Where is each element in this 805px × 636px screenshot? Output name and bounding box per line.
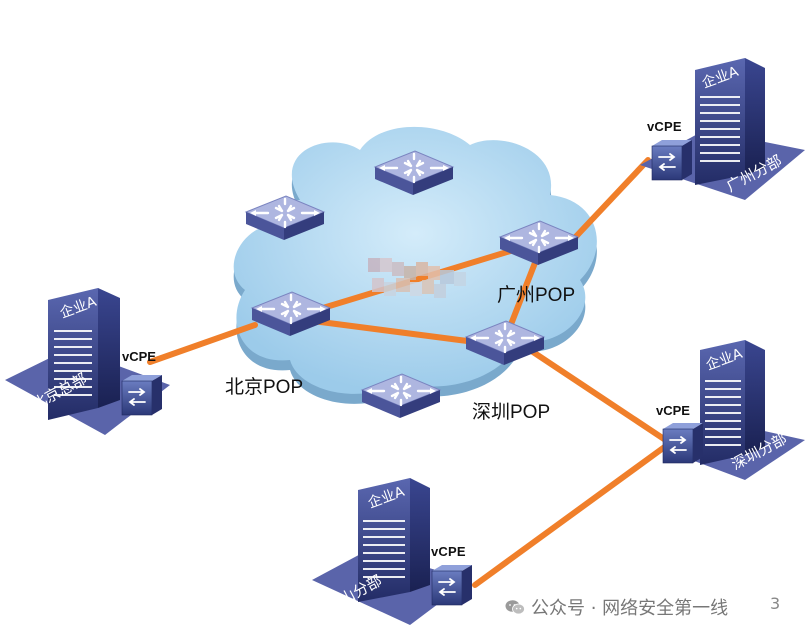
pop-label-guangzhou: 广州POP	[497, 285, 576, 306]
page-number: 3	[770, 594, 781, 613]
watermark-text: 公众号 · 网络安全第一线	[531, 598, 729, 619]
building-shenzhen	[700, 340, 745, 465]
site-shenzhen	[662, 340, 805, 480]
link-guangzhou-vcpe	[565, 157, 651, 248]
vcpe-label-guangzhou: vCPE	[647, 119, 682, 134]
vcpe-label-shenzhen: vCPE	[656, 403, 690, 418]
links	[147, 157, 673, 588]
pop-label-shenzhen: 深圳POP	[472, 402, 551, 423]
link-beijing-shenzhen	[287, 315, 501, 348]
vcpe-device-guangzhou	[651, 139, 693, 181]
mosaic-blur	[368, 258, 466, 298]
vcpe-label-foshan: vCPE	[431, 544, 466, 559]
vcpe-device-shenzhen	[662, 422, 704, 464]
site-guangzhou	[640, 58, 805, 200]
pop-label-beijing: 北京POP	[225, 377, 304, 398]
site-foshan	[312, 478, 473, 625]
building-foshan	[358, 478, 410, 602]
vcpe-label-beijing: vCPE	[122, 349, 156, 364]
vcpe-device-foshan	[431, 564, 473, 606]
link-shenzhen-vcpe	[527, 347, 673, 446]
vcpe-device-beijing	[121, 374, 163, 416]
wechat-icon	[505, 600, 525, 615]
link-guangzhou-shenzhen	[505, 247, 543, 335]
watermark: 公众号 · 网络安全第一线	[505, 594, 728, 620]
site-beijing	[5, 288, 170, 435]
link-foshan-vcpe	[472, 440, 673, 588]
link-beijing-vcpe	[147, 322, 258, 365]
